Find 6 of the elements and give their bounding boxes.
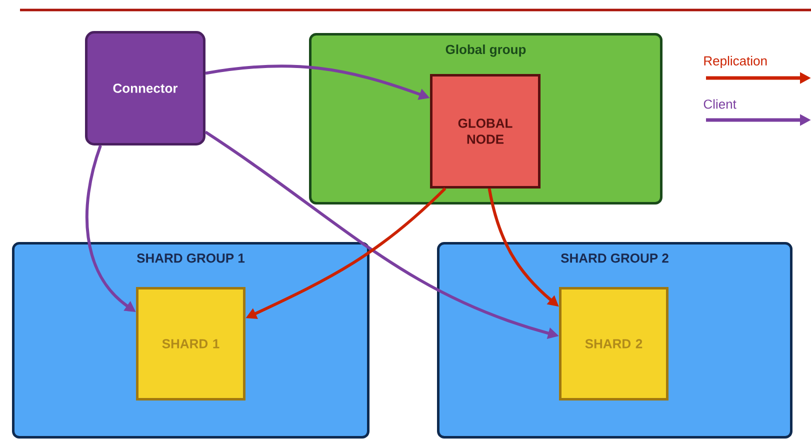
connector-box: Connector xyxy=(85,31,206,146)
legend-label: Replication xyxy=(704,56,767,68)
shard-box: SHARD 1 xyxy=(136,287,246,400)
legend-label: Client xyxy=(704,99,736,109)
shard-box: SHARD 2 xyxy=(559,287,668,400)
node-box: GLOBAL NODE xyxy=(430,74,540,188)
